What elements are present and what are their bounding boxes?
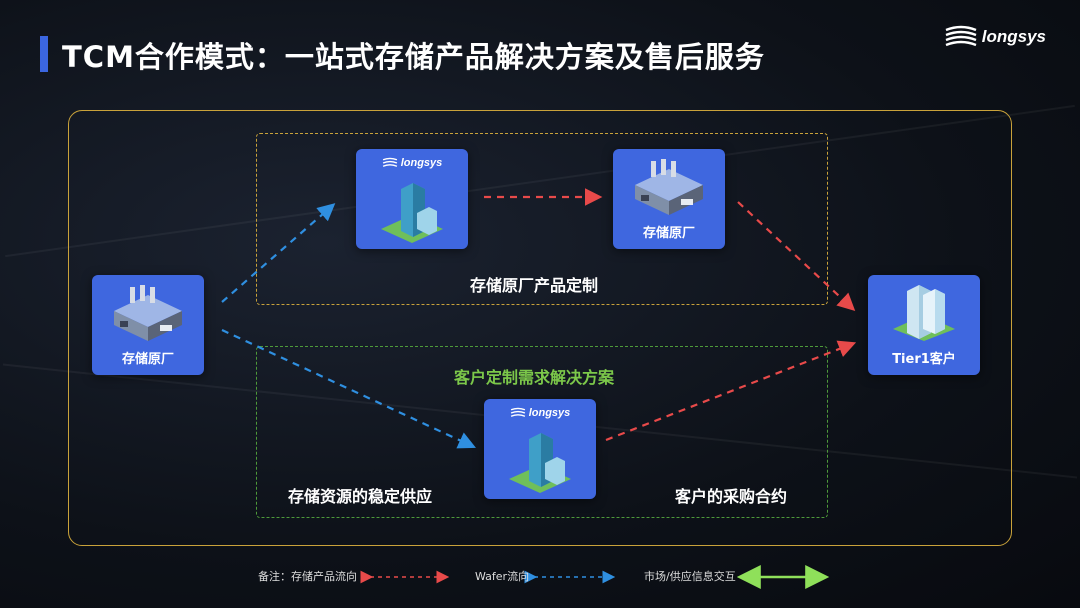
middle-caption: 客户定制需求解决方案 [454, 368, 615, 387]
page-title: TCM合作模式：一站式存储产品解决方案及售后服务 [62, 40, 765, 74]
longsys-node-bottom: longsys [484, 399, 596, 499]
product-flow-arrow-right [737, 201, 856, 311]
diagram-frame [68, 110, 1012, 546]
longsys-node-logo: longsys [356, 157, 468, 169]
legend-info-flow: 市场/供应信息交互 [644, 570, 736, 583]
wafer-flow-arrow-bottom [221, 329, 476, 449]
brand-name: longsys [981, 27, 1046, 46]
longsys-logo-icon [382, 157, 397, 167]
longsys-node-logo-text: longsys [400, 157, 443, 169]
solution-zone [256, 346, 828, 518]
top-zone-caption: 存储原厂产品定制 [470, 276, 599, 295]
factory-icon [635, 159, 703, 215]
longsys-node-top: longsys [356, 149, 468, 249]
office-building-icon [381, 183, 443, 243]
legend-product-flow: 备注：存储产品流向 [258, 570, 357, 583]
office-building-icon [893, 285, 955, 341]
office-building-icon [509, 433, 571, 493]
customer-label: Tier1客户 [892, 352, 956, 367]
wafer-flow-arrow-top [221, 203, 336, 303]
longsys-node-logo: longsys [484, 407, 596, 419]
brand-logo: longsys [944, 24, 1046, 50]
longsys-node-logo-text: longsys [528, 407, 571, 419]
customization-zone [256, 133, 828, 305]
longsys-logo-icon [945, 25, 977, 47]
title-accent-bar [40, 36, 48, 72]
factory-top-label: 存储原厂 [642, 226, 695, 241]
customer-node: Tier1客户 [868, 275, 980, 375]
factory-node-left: 存储原厂 [92, 275, 204, 375]
factory-left-label: 存储原厂 [121, 352, 174, 367]
bottom-left-caption: 存储资源的稳定供应 [288, 487, 433, 506]
factory-node-top: 存储原厂 [613, 149, 725, 249]
legend-wafer-flow: Wafer流向 [475, 570, 530, 583]
product-flow-arrow-bottom [605, 340, 857, 442]
longsys-logo-icon [510, 407, 525, 417]
bottom-right-caption: 客户的采购合约 [675, 487, 788, 506]
factory-icon [114, 285, 182, 341]
